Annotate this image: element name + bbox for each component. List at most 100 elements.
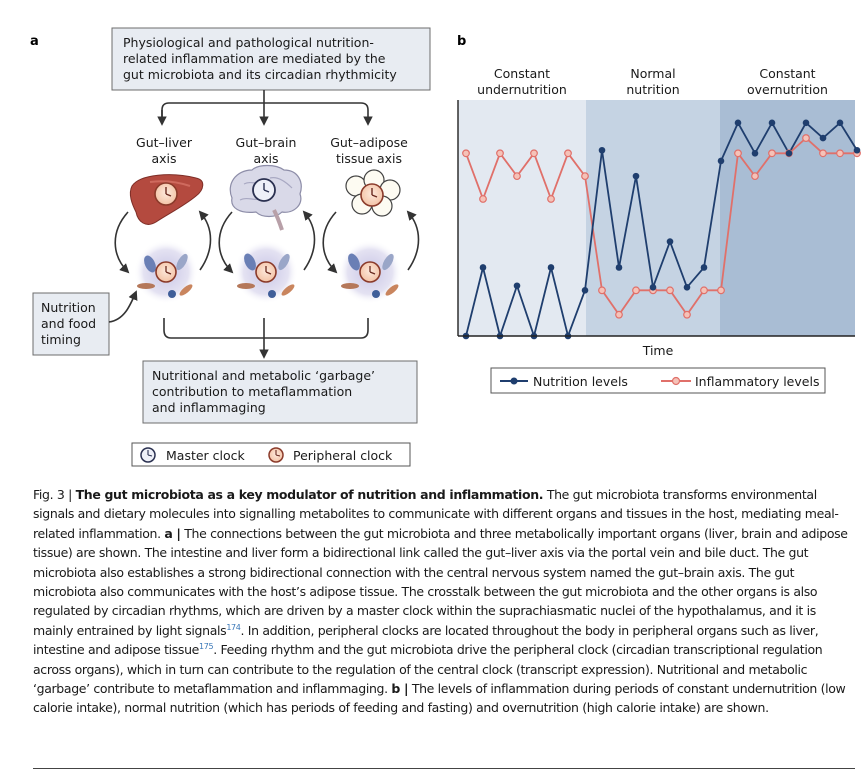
nutrition-box-line-1: Nutrition	[41, 300, 96, 315]
series-0-point-20	[802, 119, 810, 127]
top-box: Physiological and pathological nutrition…	[111, 27, 431, 91]
region-label-1-2: nutrition	[626, 82, 679, 97]
figure-3: a Physiological and pathological nutriti…	[30, 27, 861, 467]
series-0-point-3	[513, 282, 521, 290]
nutrition-box-line-2: and food	[41, 316, 96, 331]
series-1-point-4	[530, 149, 538, 158]
x-axis-label: Time	[642, 343, 674, 358]
caption-intro: The gut microbiota transforms environmen…	[33, 487, 839, 541]
series-0-point-19	[785, 149, 793, 157]
organ-labels: Gut–liver axis Gut–brain axis Gut–adipos…	[136, 135, 408, 166]
region-label-1-1: Normal	[630, 66, 675, 81]
top-connector	[157, 90, 373, 126]
organ-label-liver-2: axis	[151, 151, 176, 166]
series-0-point-10	[632, 172, 640, 180]
gut-microbiota-brain	[234, 240, 298, 304]
peripheral-clock-icon	[154, 182, 178, 206]
series-line-0	[465, 120, 858, 340]
caption-title: The gut microbiota as a key modulator of…	[75, 487, 544, 502]
master-clock-icon	[252, 178, 276, 202]
gut-microbiota-adipose	[338, 240, 402, 304]
region-0	[458, 100, 586, 336]
top-box-line-3: gut microbiota and its circadian rhythmi…	[123, 67, 397, 82]
bottom-box-line-3: and inflammaging	[152, 400, 266, 415]
bottom-connector	[163, 318, 369, 359]
series-1-point-1	[479, 195, 487, 203]
series-1-point-3	[513, 172, 521, 181]
peripheral-clock-icon	[360, 183, 384, 207]
bottom-rule	[33, 768, 855, 769]
series-0-point-14	[700, 264, 708, 271]
series-1-point-0	[462, 149, 470, 158]
series-1-point-5	[547, 195, 555, 203]
series-1-point-13	[683, 310, 691, 319]
caption-a-label: a |	[164, 525, 181, 541]
bottom-box: Nutritional and metabolic ‘garbage’ cont…	[142, 360, 418, 424]
series-0-point-11	[649, 283, 657, 291]
series-0-point-5	[547, 264, 555, 271]
caption-fig-label: Fig. 3 |	[33, 487, 72, 502]
series-1-point-7	[581, 172, 589, 181]
bottom-box-line-1: Nutritional and metabolic ‘garbage’	[152, 368, 375, 383]
series-1-point-10	[632, 286, 640, 295]
top-box-line-2: related inflammation are mediated by the	[123, 51, 386, 66]
organ-label-brain-1: Gut–brain	[236, 135, 297, 150]
series-1-point-20	[802, 134, 810, 142]
legend-peripheral-clock: Peripheral clock	[293, 448, 393, 463]
cycle-arrows	[114, 210, 420, 274]
caption-panel-a-text: The connections between the gut microbio…	[33, 525, 848, 638]
inflammation-chart: ConstantundernutritionNormalnutritionCon…	[457, 66, 861, 358]
series-0-point-23	[853, 146, 861, 154]
legend-nutrition-levels: Nutrition levels	[533, 374, 628, 389]
series-1-point-17	[751, 172, 759, 181]
nutrition-box-line-3: timing	[41, 332, 81, 347]
caption-ref-174[interactable]: 174	[226, 622, 241, 632]
legend-marker-inflammatory	[671, 376, 681, 386]
caption-ref-175[interactable]: 175	[199, 642, 214, 652]
series-0-point-9	[615, 264, 623, 271]
series-0-point-22	[836, 119, 844, 127]
caption-b-label: b |	[391, 681, 409, 697]
nutrition-box: Nutrition and food timing	[32, 292, 110, 356]
panel-b-label: b	[457, 34, 466, 49]
caption-panel-a-text-3: . Feeding rhythm and the gut microbiota …	[33, 642, 823, 697]
region-label-0-1: Constant	[494, 66, 550, 81]
series-1-point-9	[615, 310, 623, 319]
legend-inflammatory-levels: Inflammatory levels	[695, 374, 819, 389]
bottom-box-line-2: contribution to metaflammation	[152, 384, 352, 399]
panel-a-label: a	[30, 34, 39, 49]
series-1-point-15	[717, 286, 725, 295]
organ-label-liver-1: Gut–liver	[136, 135, 193, 150]
region-2	[720, 100, 855, 336]
figure-caption: Fig. 3 | The gut microbiota as a key mod…	[33, 485, 855, 718]
series-1-point-8	[598, 286, 606, 295]
region-1	[586, 100, 720, 336]
series-0-point-13	[683, 283, 691, 291]
series-0-point-12	[666, 238, 674, 245]
series-0-point-17	[751, 149, 759, 157]
series-1-point-18	[768, 149, 776, 158]
series-0-point-7	[581, 287, 589, 294]
series-1-point-2	[496, 149, 504, 158]
legend-master-clock: Master clock	[166, 448, 246, 463]
series-0-point-8	[598, 146, 606, 154]
series-1-point-6	[564, 149, 572, 158]
series-1-point-22	[836, 149, 844, 158]
series-0-point-16	[734, 119, 742, 127]
chart-legend: Nutrition levels Inflammatory levels	[490, 367, 826, 394]
series-0-point-21	[819, 134, 827, 142]
organ-label-adipose-1: Gut–adipose	[330, 135, 408, 150]
series-0-point-15	[717, 157, 725, 165]
series-1-point-12	[666, 286, 674, 295]
region-label-2-2: overnutrition	[747, 82, 828, 97]
caption-panel-b-text: The levels of inflammation during period…	[33, 681, 846, 716]
legend-marker-nutrition	[510, 377, 518, 385]
nutrition-arrow	[108, 290, 138, 323]
clock-legend: Master clock Peripheral clock	[131, 442, 411, 467]
series-1-point-14	[700, 286, 708, 295]
gut-microbiota-liver	[134, 240, 198, 304]
series-1-point-21	[819, 149, 827, 158]
series-0-point-18	[768, 119, 776, 127]
organ-label-adipose-2: tissue axis	[336, 151, 402, 166]
caption-panel-a-text-2: . In addition, peripheral clocks are loc…	[33, 622, 819, 658]
